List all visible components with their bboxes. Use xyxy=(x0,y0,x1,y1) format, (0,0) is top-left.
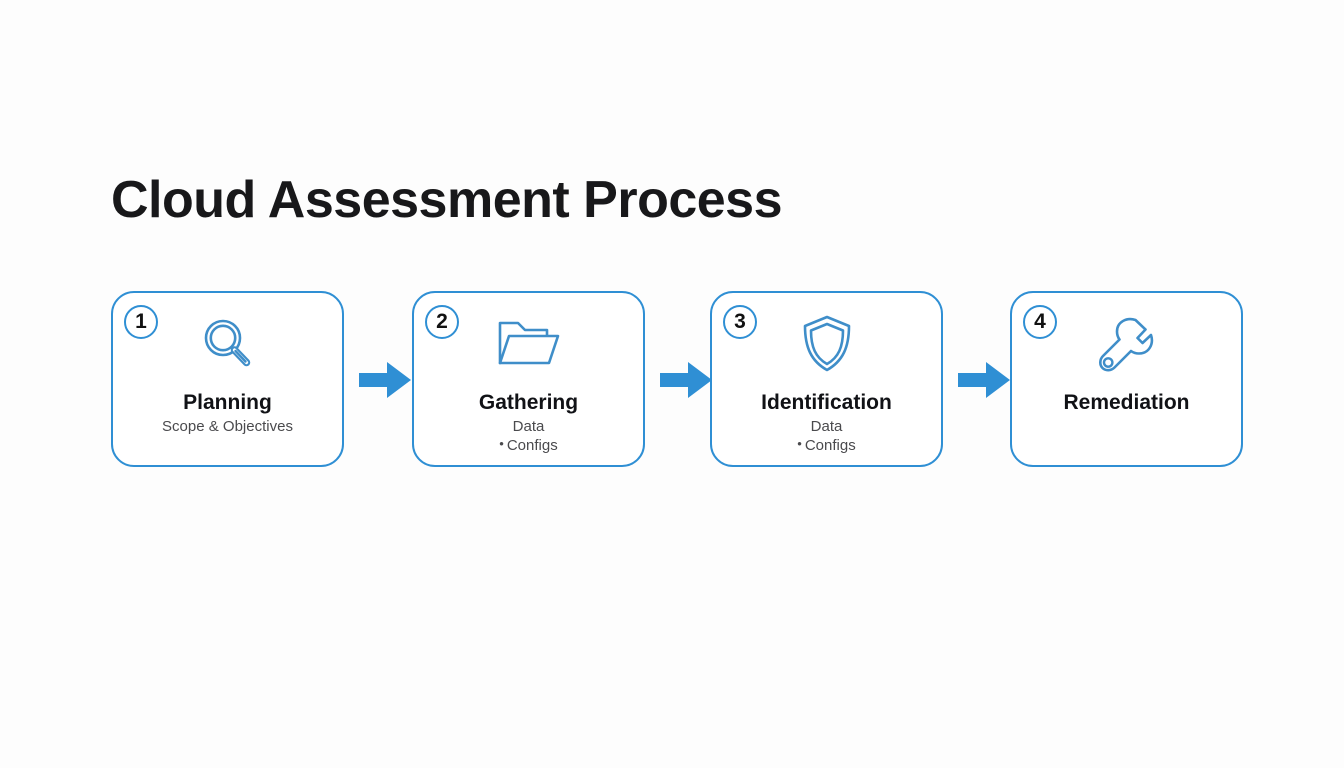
step-number-badge-1: 1 xyxy=(124,305,158,339)
step-labels-3: Identification Data Configs xyxy=(712,389,941,455)
step-card-1[interactable]: 1 Planning Scope & Objectives xyxy=(111,291,344,467)
shield-icon xyxy=(712,311,941,377)
wrench-icon xyxy=(1012,311,1241,377)
step-subtitle-1-0: Scope & Objectives xyxy=(162,418,293,435)
step-number-badge-2: 2 xyxy=(425,305,459,339)
step-subtitle-3-0: Data xyxy=(810,418,843,435)
step-number-badge-3: 3 xyxy=(723,305,757,339)
step-labels-1: Planning Scope & Objectives xyxy=(113,389,342,436)
step-card-4[interactable]: 4 Remediation xyxy=(1010,291,1243,467)
arrow-3-to-4 xyxy=(958,362,1010,398)
process-flow: 1 Planning Scope & Objectives xyxy=(111,291,1243,467)
step-labels-4: Remediation xyxy=(1012,389,1241,417)
step-subtitle-2-1: Configs xyxy=(414,436,643,455)
page-title: Cloud Assessment Process xyxy=(111,171,783,229)
arrow-2-to-3 xyxy=(660,362,712,398)
step-number-badge-4: 4 xyxy=(1023,305,1057,339)
step-subtitle-3-1: Configs xyxy=(712,436,941,455)
step-card-2[interactable]: 2 Gathering Data Configs xyxy=(412,291,645,467)
step-subtitle-2-0: Data xyxy=(512,418,545,435)
magnifier-icon xyxy=(113,311,342,377)
step-labels-2: Gathering Data Configs xyxy=(414,389,643,455)
arrow-1-to-2 xyxy=(359,362,411,398)
step-title-1: Planning xyxy=(183,391,272,414)
folder-icon xyxy=(414,311,643,377)
step-title-2: Gathering xyxy=(478,391,579,414)
step-title-4: Remediation xyxy=(1063,391,1190,414)
step-card-3[interactable]: 3 Identification Data Configs xyxy=(710,291,943,467)
step-title-3: Identification xyxy=(761,391,892,414)
